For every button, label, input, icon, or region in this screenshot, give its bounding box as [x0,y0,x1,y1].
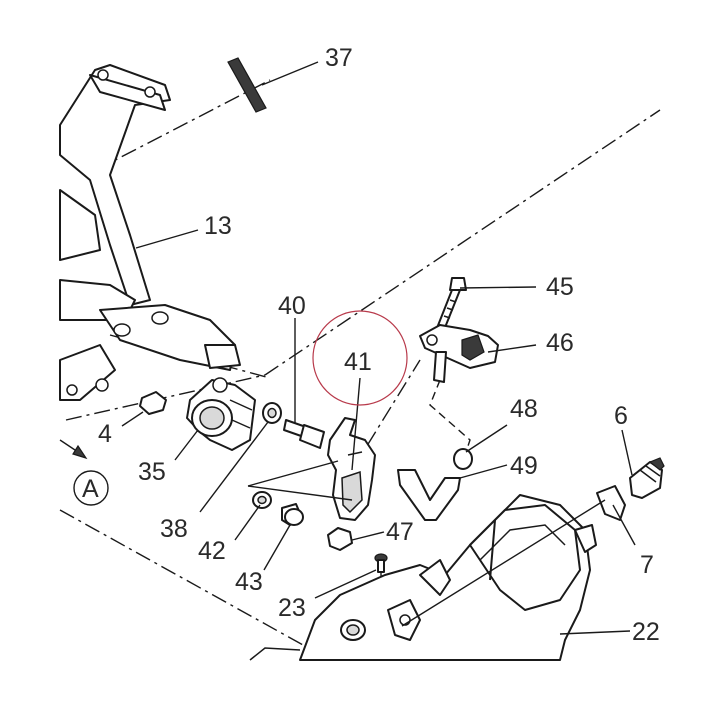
callout-23: 23 [278,594,306,622]
guide-line-diagonal [264,109,661,376]
highlight-circle-41 [312,310,408,406]
screw-part-23 [374,553,388,573]
callout-41: 41 [344,348,372,376]
bolt-part-43 [281,503,304,526]
nut-part-47 [327,527,353,551]
screw-part-6 [629,457,665,499]
clamp-part-35 [186,377,256,451]
callout-42: 42 [198,537,226,565]
view-label-circle [73,470,109,506]
rod-part-37 [227,57,267,113]
stud-part-40 [283,419,325,449]
callout-49: 49 [510,452,538,480]
callout-45: 45 [546,273,574,301]
callout-7: 7 [640,551,654,579]
view-arrow-a [59,439,109,506]
guide-line-lower [59,509,331,661]
frame-bracket-13 [59,64,241,401]
callout-46: 46 [546,329,574,357]
callout-47: 47 [386,518,414,546]
cover-part-22 [249,494,597,661]
guide-line-mount [109,334,271,379]
callout-40: 40 [278,292,306,320]
guide-line-upper [95,79,271,171]
leader-lines [121,61,636,635]
nut-part-4 [139,391,167,415]
guide-line-left [65,374,266,421]
clip-part-7 [596,485,626,521]
callout-43: 43 [235,568,263,596]
view-label-a: A [82,475,99,503]
callout-48: 48 [510,395,538,423]
callout-37: 37 [325,44,353,72]
bolt-part-45 [436,277,467,331]
switch-part-46 [419,324,499,383]
washer-part-38 [262,402,282,424]
grommet-part-48 [453,448,473,470]
callout-38: 38 [160,515,188,543]
guide-line-46-48 [429,379,471,456]
callout-22: 22 [632,618,660,646]
callout-4: 4 [98,420,112,448]
callout-13: 13 [204,212,232,240]
washer-part-42 [252,491,272,509]
hose-part-49 [397,469,461,521]
callout-35: 35 [138,458,166,486]
callout-6: 6 [614,402,628,430]
